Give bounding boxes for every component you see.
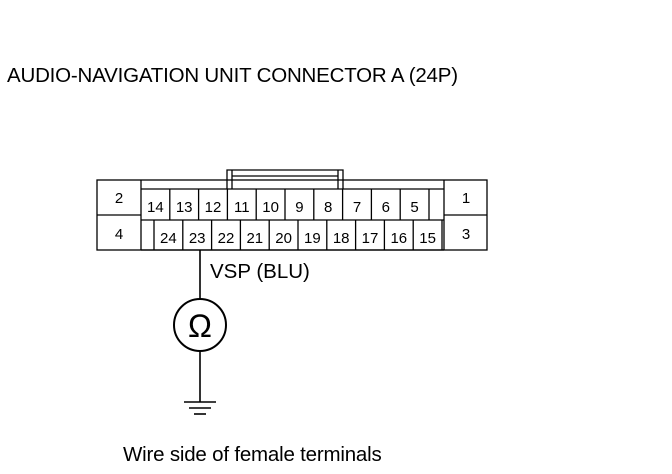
- terminal-label: 23: [189, 230, 206, 247]
- terminal-label: 13: [176, 199, 193, 216]
- terminal-label: 4: [115, 226, 123, 243]
- terminal-label: 1: [462, 190, 470, 207]
- terminal-label: 20: [275, 230, 292, 247]
- terminal-label: 24: [160, 230, 177, 247]
- terminal-label: 14: [147, 199, 164, 216]
- terminal-label: 9: [295, 199, 303, 216]
- ground-icon: [184, 401, 216, 415]
- terminal-label: 22: [218, 230, 235, 247]
- terminal-label: 18: [333, 230, 350, 247]
- terminal-label: 12: [205, 199, 222, 216]
- diagram-title: AUDIO-NAVIGATION UNIT CONNECTOR A (24P): [7, 64, 458, 87]
- terminal-label: 6: [382, 199, 390, 216]
- terminal-label: 7: [353, 199, 361, 216]
- terminal-label: 5: [410, 199, 418, 216]
- terminal-label: 2: [115, 190, 123, 207]
- terminal-label: 21: [246, 230, 263, 247]
- diagram-caption: Wire side of female terminals: [123, 443, 382, 466]
- terminal-label: 15: [419, 230, 436, 247]
- wire-label: VSP (BLU): [210, 260, 310, 283]
- meter-symbol: Ω: [188, 308, 212, 344]
- terminal-label: 3: [462, 226, 470, 243]
- terminal-label: 19: [304, 230, 321, 247]
- terminal-label: 16: [390, 230, 407, 247]
- terminal-label: 8: [324, 199, 332, 216]
- terminal-label: 17: [362, 230, 379, 247]
- terminal-label: 10: [262, 199, 279, 216]
- terminal-label: 11: [234, 199, 250, 216]
